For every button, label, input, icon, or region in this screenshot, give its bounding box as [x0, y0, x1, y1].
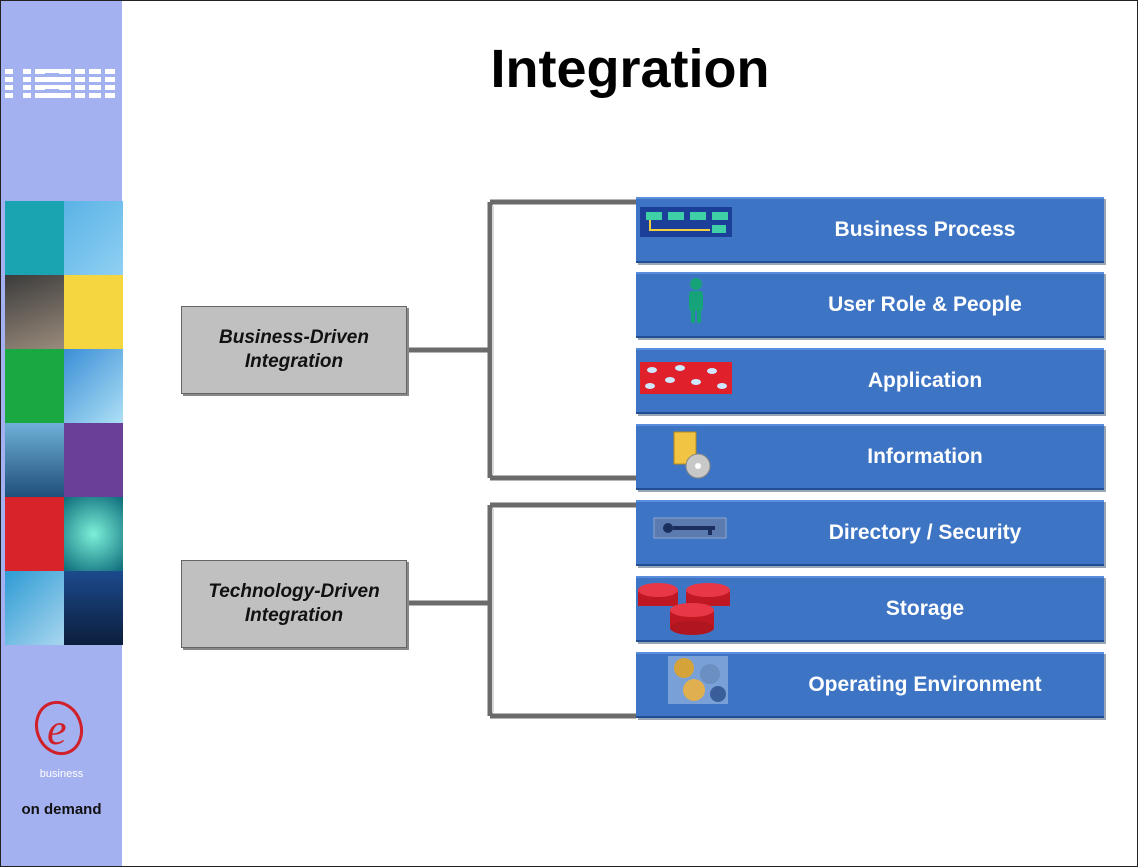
ibm-logo: [5, 69, 115, 98]
business-driven-line1: Business-Driven: [219, 327, 369, 348]
sidebar: e business on demand: [1, 1, 123, 866]
bar-directory-security-label: Directory / Security: [828, 521, 1022, 544]
bar-business-process: Business Process: [636, 197, 1104, 263]
key-icon: [653, 517, 727, 539]
bar-business-process-label: Business Process: [834, 218, 1016, 241]
document-disc-icon: [673, 431, 711, 479]
process-flow-icon: [640, 207, 732, 237]
business-driven-line2: Integration: [244, 351, 344, 372]
slide-title: Integration: [490, 39, 770, 99]
bar-information-label: Information: [867, 445, 983, 468]
e-business-logo: e: [34, 700, 84, 756]
technology-driven-line2: Integration: [244, 605, 344, 626]
business-driven-box: Business-Driven Integration: [181, 306, 407, 394]
technology-driven-box: Technology-Driven Integration: [181, 560, 407, 648]
svg-text:e: e: [47, 705, 67, 754]
bar-operating-environment: Operating Environment: [636, 652, 1104, 718]
bar-storage-label: Storage: [885, 597, 965, 620]
bar-storage: Storage: [636, 576, 1104, 642]
on-demand-tagline: on demand: [21, 801, 102, 818]
bar-operating-environment-label: Operating Environment: [808, 673, 1042, 696]
bar-directory-security: Directory / Security: [636, 500, 1104, 566]
technology-driven-line1: Technology-Driven: [208, 581, 380, 602]
person-icon: [689, 278, 703, 323]
business-label: business: [39, 768, 84, 780]
bar-user-role: User Role & People: [636, 272, 1104, 338]
bar-information: Information: [636, 424, 1104, 490]
bar-user-role-label: User Role & People: [828, 293, 1022, 316]
photo-collage: [5, 201, 123, 649]
bar-application-label: Application: [867, 369, 983, 392]
application-network-icon: [640, 362, 732, 394]
globes-icon: [668, 656, 728, 704]
storage-disks-icon: [638, 583, 730, 635]
bar-application: Application: [636, 348, 1104, 414]
